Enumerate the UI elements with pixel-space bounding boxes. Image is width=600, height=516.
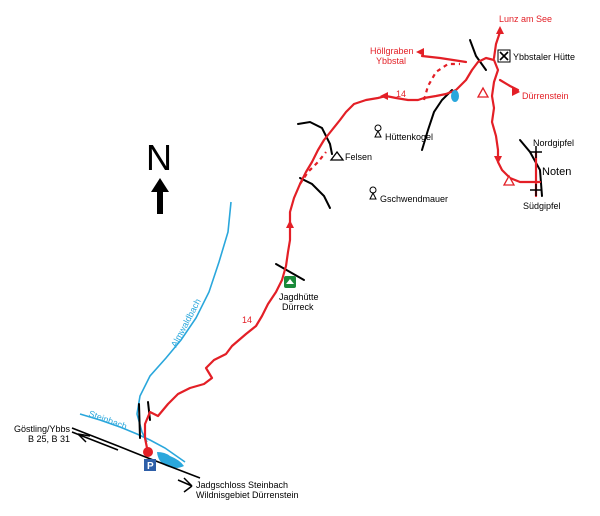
lake-icon xyxy=(451,90,459,102)
north-letter: N xyxy=(146,137,172,178)
warning-icon xyxy=(502,174,516,186)
huettenkogel-marker-icon xyxy=(374,124,382,138)
route-number-lower: 14 xyxy=(242,315,252,325)
ridge-felsen xyxy=(297,120,333,155)
hut-roof-icon xyxy=(286,279,294,284)
route-arrow-icon xyxy=(512,86,520,96)
route-arrow-icon xyxy=(380,92,388,100)
nordgipfel-cross-icon xyxy=(530,146,542,158)
suedgipfel-cross-icon xyxy=(530,184,542,196)
route-arrow-icon xyxy=(416,48,424,56)
label-gschwendmauer: Gschwendmauer xyxy=(380,194,448,204)
ridge-hoellgraben xyxy=(421,89,453,151)
ridge-top xyxy=(469,39,487,71)
hiking-route-dashed-lower xyxy=(299,151,327,185)
north-arrow: N xyxy=(146,137,172,214)
label-duerrenstein: Dürrenstein xyxy=(522,91,569,101)
label-ybbstal: Ybbstal xyxy=(376,56,406,66)
label-goestling: Göstling/Ybbs xyxy=(14,424,71,434)
parking-label: P xyxy=(147,461,154,472)
felsen-summit-icon xyxy=(329,150,345,161)
label-lunz: Lunz am See xyxy=(499,14,552,24)
hut-cross-icon xyxy=(499,51,509,61)
start-point-icon xyxy=(143,447,153,457)
north-arrow-icon xyxy=(151,178,169,214)
label-goestling-roads: B 25, B 31 xyxy=(28,434,70,444)
ridge-duerreck xyxy=(275,263,305,281)
label-wildnisgebiet: Wildnisgebiet Dürrenstein xyxy=(196,490,299,500)
label-duerreck: Dürreck xyxy=(282,302,314,312)
steinbach-stream xyxy=(79,413,186,463)
label-almwaldbach: Almwaldbach xyxy=(169,297,203,349)
gschwendmauer-marker-icon xyxy=(369,186,377,200)
parking-icon xyxy=(144,459,156,471)
steinbach-pond xyxy=(157,452,184,468)
route-number-upper: 14 xyxy=(396,89,406,99)
road-goestling xyxy=(71,427,201,479)
hiking-route-upper xyxy=(422,56,542,184)
label-hoellgraben: Höllgraben xyxy=(370,46,414,56)
label-felsen: Felsen xyxy=(345,152,372,162)
label-nordgipfel: Nordgipfel xyxy=(533,138,574,148)
label-huettenkogel: Hüttenkogel xyxy=(385,132,433,142)
label-ybbstaler-huette: Ybbstaler Hütte xyxy=(513,52,575,62)
route-arrow-icon xyxy=(286,220,294,228)
goestling-arrow-icon xyxy=(77,433,91,443)
warning-icon xyxy=(476,86,490,98)
label-suedgipfel: Südgipfel xyxy=(523,201,561,211)
route-arrow-icon xyxy=(494,156,502,164)
label-jagdschloss: Jadgschloss Steinbach xyxy=(196,480,288,490)
hiking-route-main xyxy=(143,94,426,450)
almwaldbach-stream xyxy=(136,201,232,443)
label-noten: Noten xyxy=(542,166,571,178)
hiking-route-dashed-upper xyxy=(422,62,460,101)
ridge-middle xyxy=(299,177,331,209)
hiking-route-lunz xyxy=(492,30,502,60)
ridge-start-2 xyxy=(147,401,151,421)
route-arrow-icon xyxy=(496,26,504,34)
jagdschloss-arrow-icon xyxy=(177,477,193,493)
ridge-noten xyxy=(519,139,543,197)
label-steinbach: Steinbach xyxy=(87,408,128,431)
hiking-route-hoellgraben xyxy=(420,54,468,64)
label-jagdhuette: Jagdhütte xyxy=(279,292,319,302)
ridge-start-1 xyxy=(138,403,141,439)
